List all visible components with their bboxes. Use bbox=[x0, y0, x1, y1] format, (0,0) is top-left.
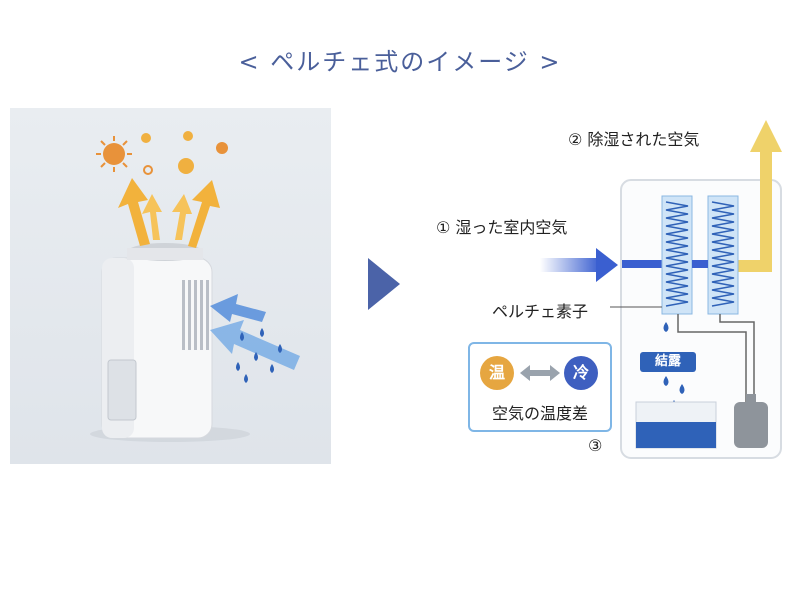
sun-icons bbox=[96, 131, 228, 175]
humid-air-arrows bbox=[210, 294, 300, 370]
warm-badge: 温 bbox=[480, 356, 514, 390]
peltier-schematic bbox=[540, 120, 782, 459]
left-right-arrow-icon bbox=[520, 365, 560, 381]
product-photo bbox=[10, 108, 331, 464]
peltier-element-label: ペルチェ素子 bbox=[492, 302, 589, 321]
temperature-difference-panel: 温 冷 空気の温度差 bbox=[468, 342, 612, 432]
temp-difference-label: 空気の温度差 bbox=[491, 404, 588, 423]
humid-air-label: ① 湿った室内空気 bbox=[436, 218, 568, 237]
cold-badge: 冷 bbox=[564, 356, 598, 390]
dehumidifier-illustration bbox=[90, 131, 300, 442]
humid-air-arrow bbox=[540, 248, 662, 282]
page-title: < ペルチェ式のイメージ > bbox=[238, 48, 562, 76]
step-three-label: ③ bbox=[588, 436, 603, 455]
condensation-badge: 結露 bbox=[640, 352, 696, 372]
water-droplets bbox=[236, 328, 282, 383]
next-arrow-icon bbox=[368, 258, 400, 310]
warm-air-arrows bbox=[118, 178, 220, 248]
dehumidified-air-label: ② 除湿された空気 bbox=[568, 130, 700, 149]
dehumidified-air-arrow bbox=[738, 120, 782, 272]
peltier-modules bbox=[661, 195, 739, 315]
